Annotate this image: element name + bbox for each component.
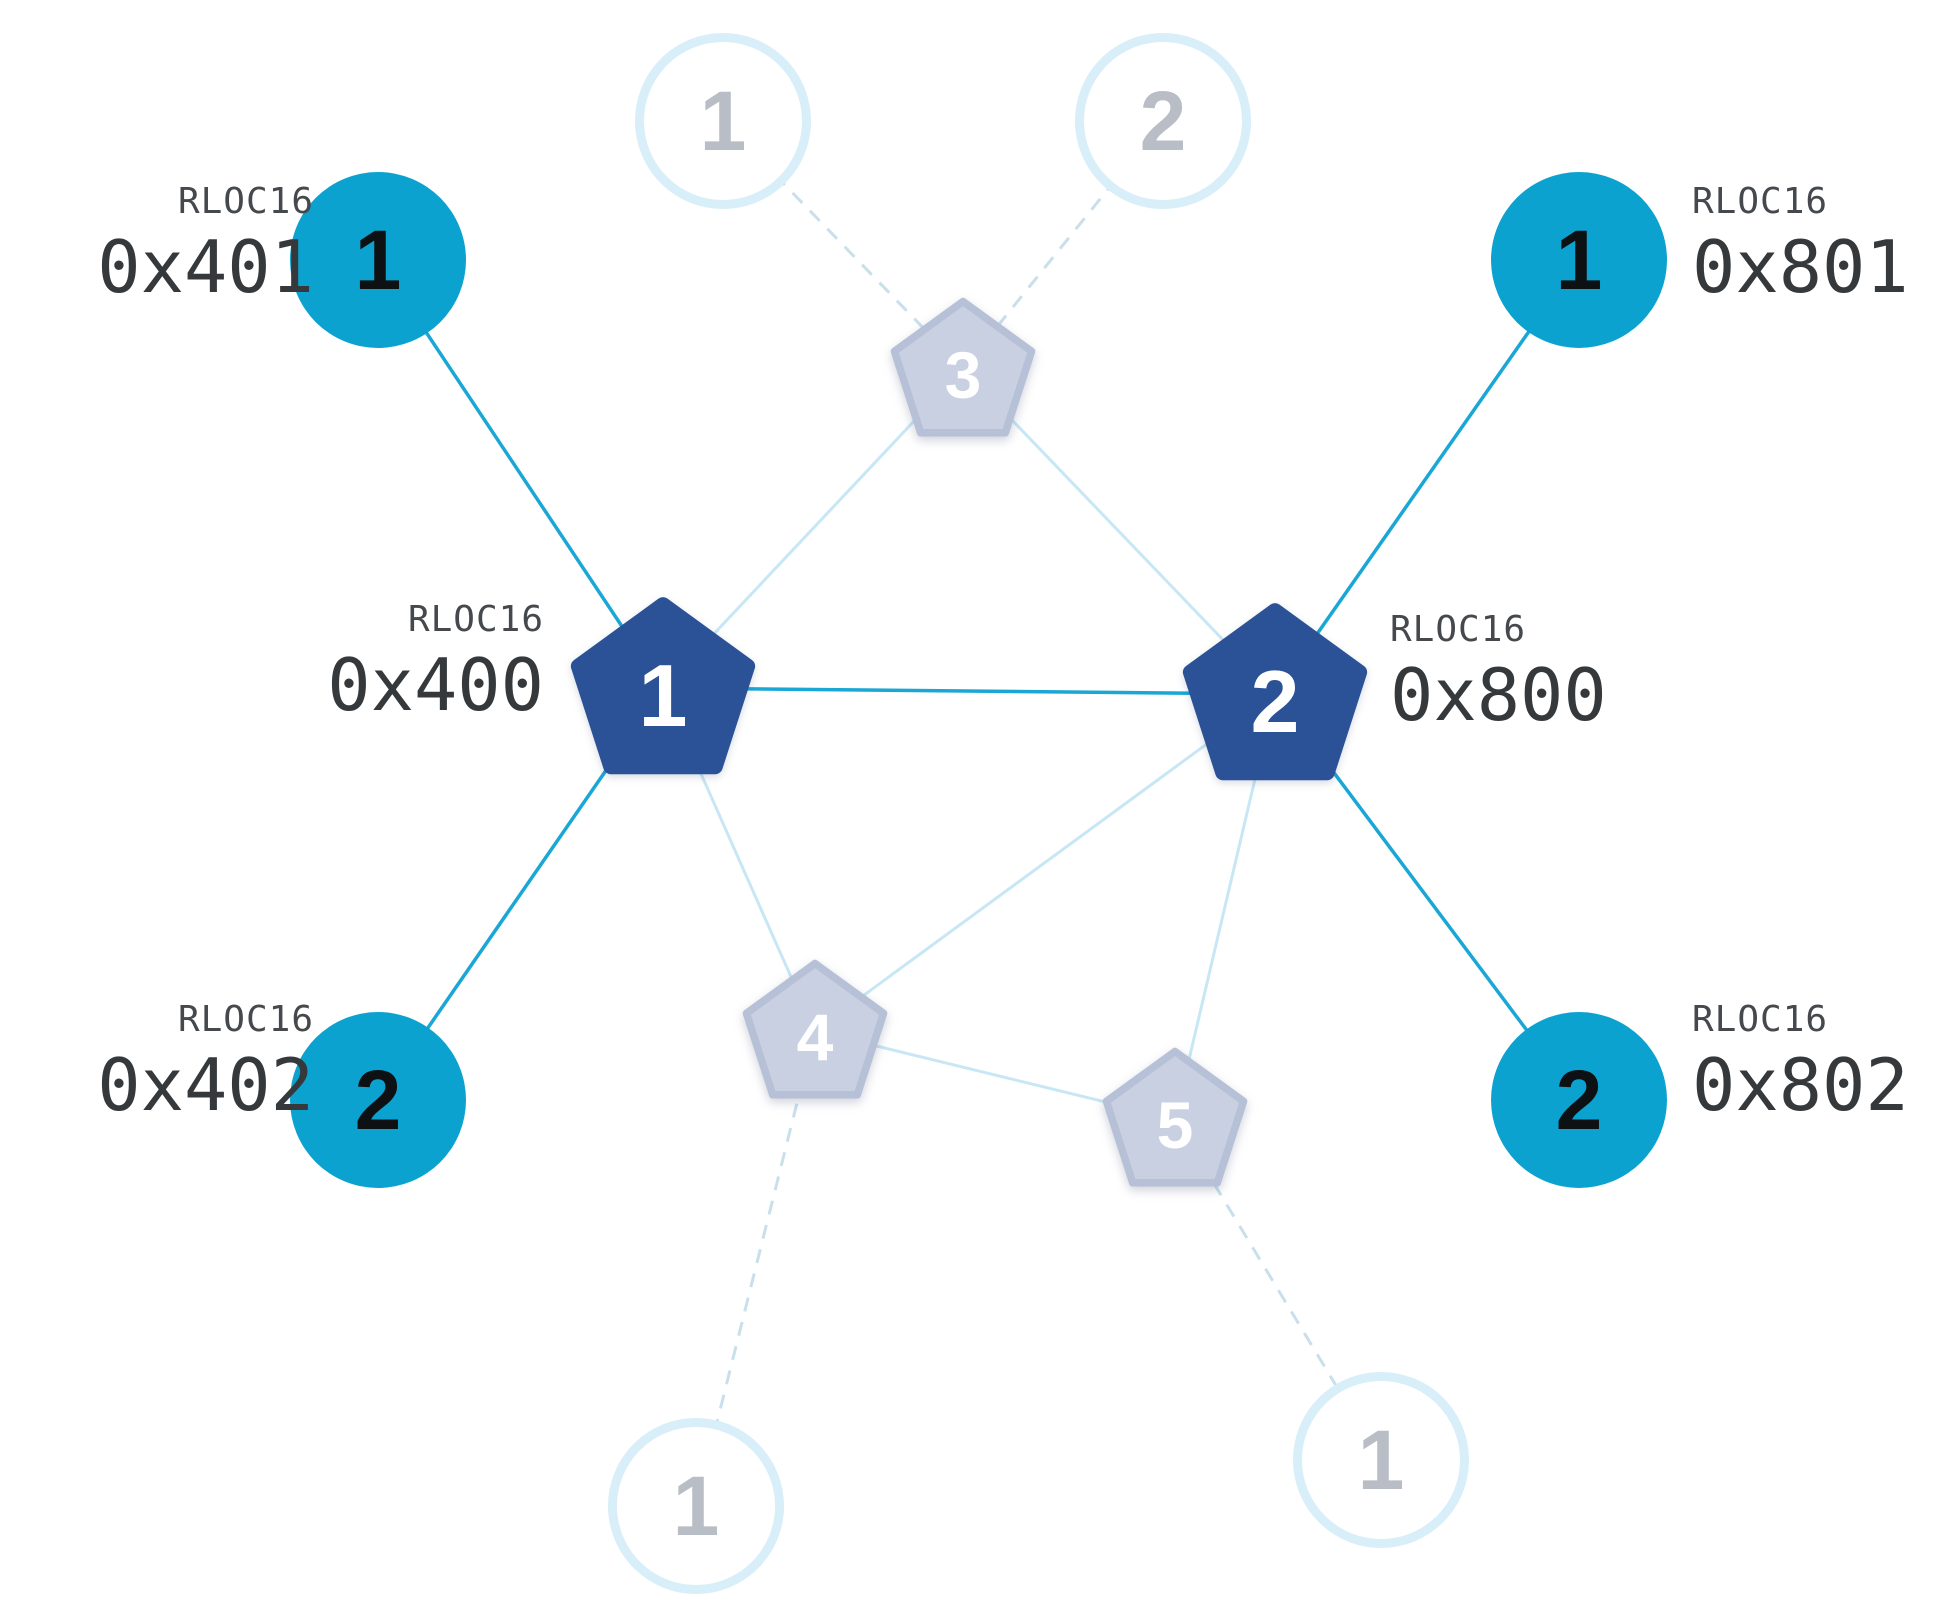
pentagon-icon (570, 597, 756, 775)
node-number: 1 (638, 646, 688, 745)
node-number: 4 (796, 1000, 834, 1074)
ghost-end-device-top-1: 1 (635, 33, 811, 209)
rloc16-label-0x400: RLOC16 0x400 (327, 600, 544, 723)
end-device-0x802: 2 (1491, 1012, 1667, 1188)
rloc16-value: 0x402 (97, 1042, 314, 1127)
node-number: 2 (354, 1053, 402, 1147)
rloc16-label-0x801: RLOC16 0x801 (1692, 182, 1909, 305)
router-4: 4 (740, 959, 890, 1103)
node-number: 1 (1555, 213, 1603, 307)
node-number: 1 (699, 74, 747, 168)
ghost-end-device-bottom-1: 1 (608, 1418, 784, 1594)
end-device-0x401: 1 (290, 172, 466, 348)
node-number: 1 (1357, 1413, 1405, 1507)
rloc16-title: RLOC16 (1692, 181, 1829, 222)
rloc16-title: RLOC16 (177, 999, 314, 1040)
node-number: 2 (1250, 652, 1300, 751)
rloc16-title: RLOC16 (177, 181, 314, 222)
ghost-end-device-bottom-2: 1 (1293, 1372, 1469, 1548)
pentagon-icon (1102, 1047, 1248, 1187)
router-2-0x800: 2 (1182, 603, 1368, 783)
rloc16-title: RLOC16 (1390, 609, 1527, 650)
node-number: 1 (354, 213, 402, 307)
ghost-end-device-top-2: 2 (1075, 33, 1251, 209)
rloc16-label-0x802: RLOC16 0x802 (1692, 1000, 1909, 1123)
pentagon-icon (1182, 603, 1368, 781)
router-3: 3 (888, 297, 1038, 441)
rloc16-value: 0x400 (327, 642, 544, 727)
router-1-0x400: 1 (570, 597, 756, 777)
pentagon-icon (742, 959, 888, 1099)
rloc16-label-0x800: RLOC16 0x800 (1390, 610, 1607, 733)
router-5: 5 (1100, 1047, 1250, 1191)
node-number: 3 (944, 338, 982, 412)
link-router2-router4 (814, 692, 1276, 1033)
node-number: 1 (672, 1459, 720, 1553)
rloc16-value: 0x401 (97, 224, 314, 309)
rloc16-value: 0x801 (1692, 224, 1909, 309)
link-router1-router2 (662, 686, 1276, 696)
pentagon-icon (890, 297, 1036, 437)
rloc16-title: RLOC16 (407, 599, 544, 640)
node-number: 2 (1139, 74, 1187, 168)
rloc16-label-0x402: RLOC16 0x402 (97, 1000, 314, 1123)
node-number: 5 (1156, 1088, 1194, 1162)
end-device-0x801: 1 (1491, 172, 1667, 348)
rloc16-value: 0x802 (1692, 1042, 1909, 1127)
rloc16-label-0x401: RLOC16 0x401 (97, 182, 314, 305)
rloc16-value: 0x800 (1390, 652, 1607, 737)
node-number: 2 (1555, 1053, 1603, 1147)
end-device-0x402: 2 (290, 1012, 466, 1188)
rloc16-title: RLOC16 (1692, 999, 1829, 1040)
